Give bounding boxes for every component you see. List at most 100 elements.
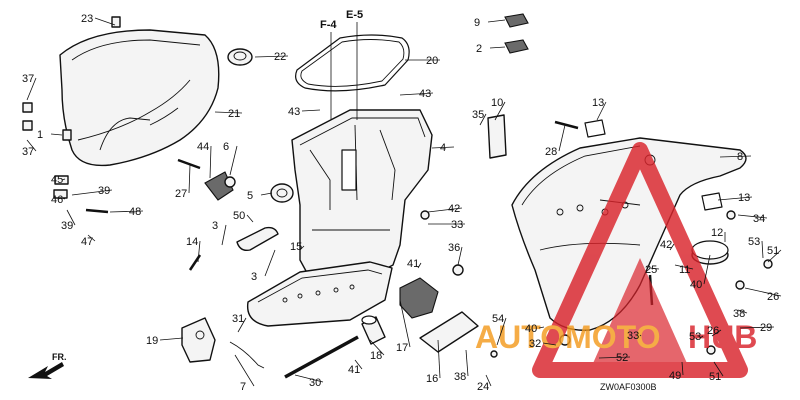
callout-33: 33 xyxy=(627,330,639,342)
callout-48: 48 xyxy=(129,206,141,218)
callout-41: 41 xyxy=(407,258,419,270)
leader-line xyxy=(214,111,243,114)
leader-line xyxy=(669,243,675,251)
callout-40: 40 xyxy=(690,279,702,291)
leader-line xyxy=(479,113,487,126)
seal-loop-part xyxy=(295,34,410,92)
leader-line xyxy=(61,197,66,200)
callout-20: 20 xyxy=(426,55,438,67)
leader-line xyxy=(299,245,305,251)
callout-47: 47 xyxy=(81,236,93,248)
callout-4: 4 xyxy=(440,142,446,154)
leader-line xyxy=(71,189,113,196)
callout-26: 26 xyxy=(767,291,779,303)
callout-38: 38 xyxy=(733,308,745,320)
leader-line xyxy=(159,337,184,341)
callout-42: 42 xyxy=(660,239,672,251)
callout-28: 28 xyxy=(545,146,557,158)
callout-3: 3 xyxy=(251,271,257,283)
leader-line xyxy=(197,240,201,263)
callout-11: 11 xyxy=(679,264,690,276)
callout-41: 41 xyxy=(348,364,360,376)
callout-24: 24 xyxy=(477,381,489,393)
callout-18: 18 xyxy=(370,350,382,362)
leader-line xyxy=(489,46,506,49)
leader-line xyxy=(496,317,507,346)
callout-38: 38 xyxy=(454,371,466,383)
leader-line xyxy=(26,77,37,101)
callout-16: 16 xyxy=(426,373,438,385)
leader-line xyxy=(234,354,255,387)
callout-6: 6 xyxy=(223,141,229,153)
callout-49: 49 xyxy=(669,370,681,382)
hose-part xyxy=(236,226,279,252)
leader-line xyxy=(542,342,557,346)
callout-46: 46 xyxy=(51,194,63,206)
leader-line xyxy=(596,101,607,121)
callout-1: 1 xyxy=(37,129,43,141)
callout-7: 7 xyxy=(240,381,246,393)
leader-line xyxy=(417,262,422,269)
callout-50: 50 xyxy=(233,210,245,222)
callout-35: 35 xyxy=(472,109,484,121)
base-plate-part xyxy=(246,261,393,327)
svg-text:HUB: HUB xyxy=(688,319,757,355)
leader-line xyxy=(301,109,321,112)
cylinder-part xyxy=(361,315,386,345)
extension-case-part xyxy=(291,109,433,283)
plate-part xyxy=(419,311,479,353)
leader-line xyxy=(431,146,455,149)
callout-21: 21 xyxy=(228,108,240,120)
callout-33: 33 xyxy=(451,219,463,231)
rod-part xyxy=(284,335,359,379)
leader-line xyxy=(354,359,363,370)
callout-13: 13 xyxy=(592,97,604,109)
leader-line xyxy=(188,164,191,194)
callout-8: 8 xyxy=(737,151,743,163)
callout-37: 37 xyxy=(22,73,34,85)
callout-17: 17 xyxy=(396,342,408,354)
callout-12: 12 xyxy=(711,227,723,239)
bolts xyxy=(22,16,773,358)
callout-23: 23 xyxy=(81,13,93,25)
callout-34: 34 xyxy=(753,213,765,225)
leader-line xyxy=(487,19,506,23)
leader-line xyxy=(399,299,411,348)
leader-line xyxy=(26,139,37,152)
front-label: FR. xyxy=(52,352,67,362)
grommet-part xyxy=(227,48,253,66)
callout-45: 45 xyxy=(51,174,63,186)
leader-line xyxy=(681,361,684,376)
leader-line xyxy=(538,326,545,329)
leader-line xyxy=(209,145,212,179)
callout-2: 2 xyxy=(476,43,482,55)
leader-line xyxy=(713,361,724,377)
leader-line xyxy=(229,145,238,176)
upper-cover-part xyxy=(59,29,220,167)
callout-5: 5 xyxy=(247,190,253,202)
callout-14: 14 xyxy=(186,236,198,248)
leader-line xyxy=(639,334,642,337)
callout-44: 44 xyxy=(197,141,209,153)
callout-9: 9 xyxy=(474,17,480,29)
leader-line xyxy=(254,55,289,58)
leader-line xyxy=(485,374,492,387)
leader-line xyxy=(221,224,227,246)
leader-line xyxy=(50,133,63,136)
small-blocks xyxy=(487,13,723,211)
clamp-block-part xyxy=(399,277,439,319)
leader-line xyxy=(739,326,775,329)
leader-line xyxy=(717,196,753,201)
callout-43: 43 xyxy=(288,106,300,118)
leader-line xyxy=(674,264,694,270)
leader-line xyxy=(237,317,247,333)
leader-line xyxy=(703,254,711,285)
bracket-part xyxy=(204,171,236,201)
leader-line xyxy=(761,240,764,259)
callout-53: 53 xyxy=(689,331,701,343)
callout-51: 51 xyxy=(767,245,779,257)
drawing-code: ZW0AF0300B xyxy=(600,382,657,392)
